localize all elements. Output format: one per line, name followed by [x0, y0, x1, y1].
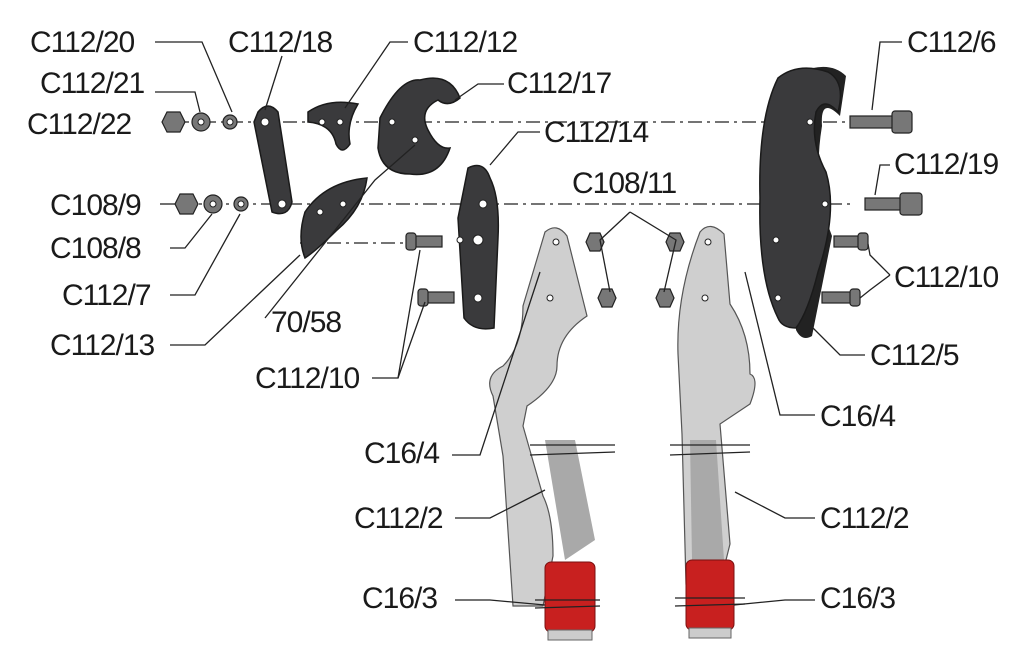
label-C108-11: C108/11 — [572, 167, 677, 200]
handle-right — [677, 225, 756, 639]
label-C112-21: C112/21 — [40, 67, 145, 100]
nut-washer-stack-top — [161, 111, 238, 133]
label-C16-3-left: C16/3 — [362, 582, 437, 615]
part-labels: C112/20 C112/18 C112/12 C112/21 C112/17 … — [27, 26, 1000, 615]
cam-plate-bottom — [300, 177, 368, 260]
lower-blade-right — [759, 66, 846, 338]
nut-washer-stack-bottom — [174, 193, 249, 215]
leader-lines — [155, 41, 902, 609]
label-70-58: 70/58 — [271, 306, 341, 339]
label-C112-17: C112/17 — [507, 67, 612, 100]
label-C112-6: C112/6 — [907, 26, 996, 59]
label-C112-19: C112/19 — [894, 148, 999, 181]
label-C112-10-right: C112/10 — [894, 261, 999, 294]
label-C16-3-right: C16/3 — [820, 582, 895, 615]
bolts — [405, 110, 923, 308]
label-C108-9: C108/9 — [50, 189, 141, 222]
label-C16-4-right: C16/4 — [820, 400, 895, 433]
label-C112-20: C112/20 — [30, 26, 135, 59]
side-plate — [456, 164, 500, 330]
label-C112-22: C112/22 — [27, 108, 132, 141]
label-C112-2-right: C112/2 — [820, 502, 909, 535]
label-C112-18: C112/18 — [228, 26, 333, 59]
label-C112-2-left: C112/2 — [354, 502, 443, 535]
label-C112-5: C112/5 — [870, 339, 959, 372]
upper-blade-left — [377, 77, 461, 176]
handle-left — [489, 227, 596, 641]
label-C112-7: C112/7 — [62, 279, 151, 312]
cam-plate-top — [307, 101, 360, 151]
label-C112-14: C112/14 — [544, 116, 649, 149]
label-C112-13: C112/13 — [50, 329, 155, 362]
label-C112-12: C112/12 — [413, 26, 518, 59]
link-plate — [253, 105, 293, 215]
label-C108-8: C108/8 — [50, 232, 141, 265]
label-C16-4-left: C16/4 — [364, 437, 439, 470]
label-C112-10-left: C112/10 — [255, 362, 360, 395]
